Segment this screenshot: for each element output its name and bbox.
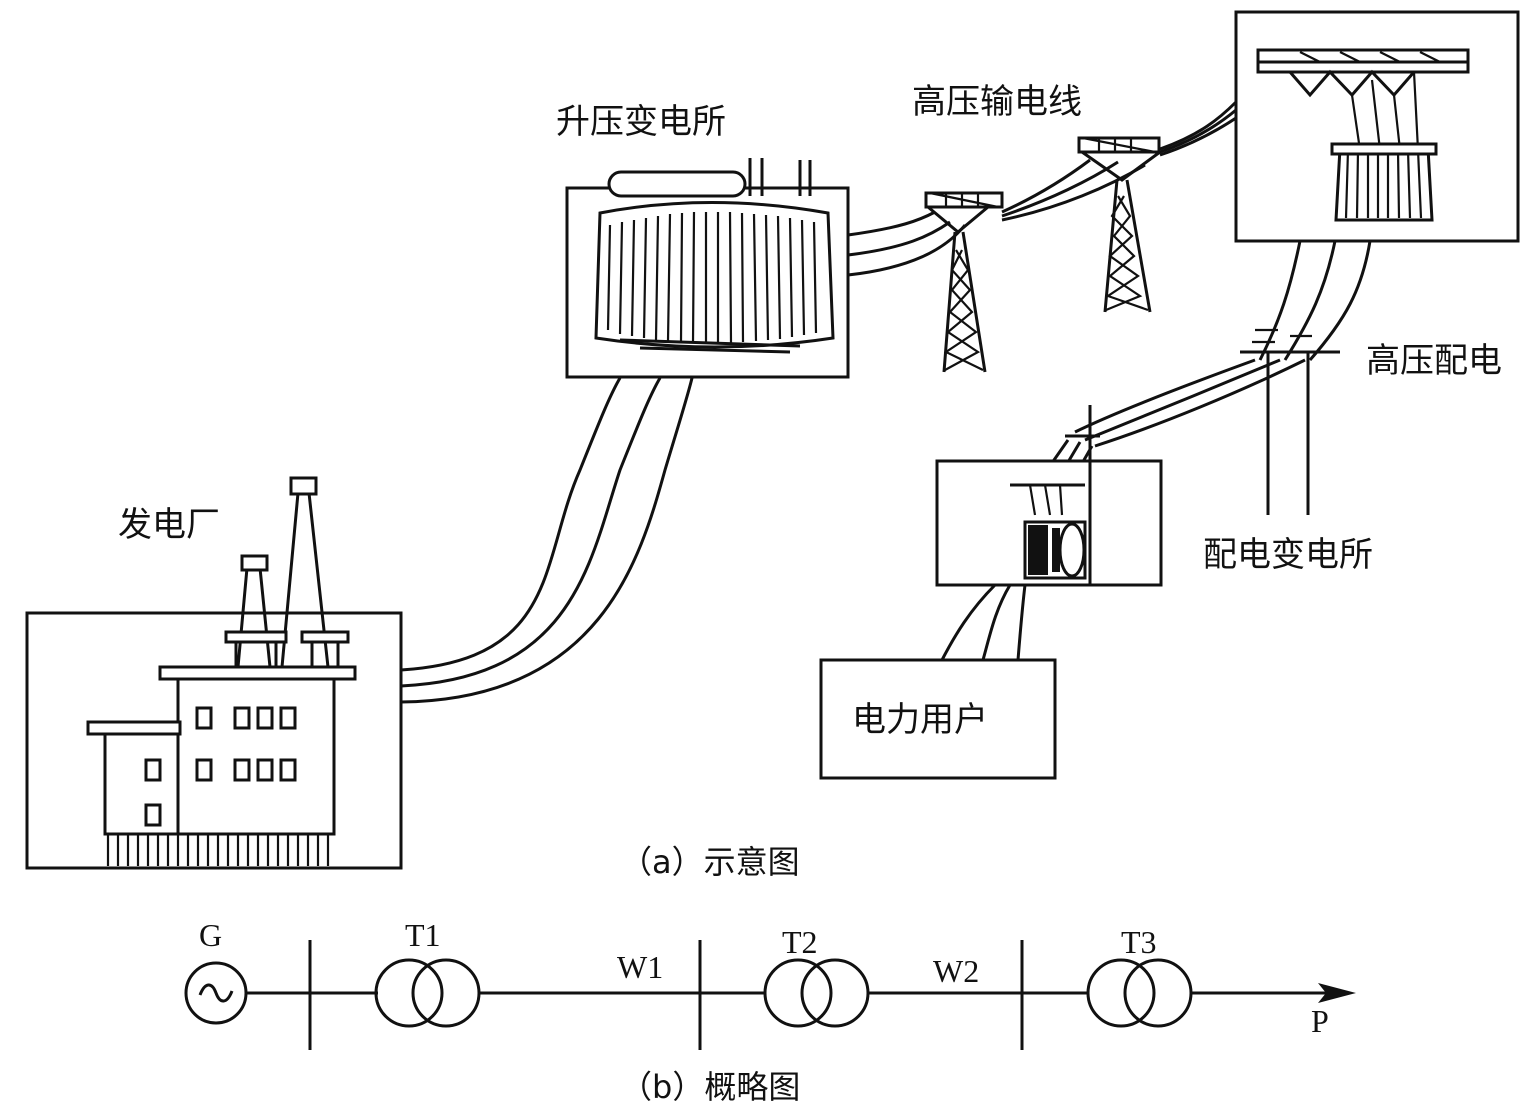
label-load-p: P (1311, 1003, 1329, 1039)
hv-line-to-distribution (1258, 240, 1372, 361)
label-step-up-substation: 升压变电所 (556, 102, 726, 142)
label-power-user: 电力用户 (852, 700, 988, 740)
cable-plant-to-substation (400, 377, 694, 704)
hv-distribution-pole (1240, 328, 1340, 515)
transformer-t2 (763, 958, 870, 1028)
label-hv-transmission-line: 高压输电线 (912, 82, 1082, 122)
label-t2: T2 (782, 924, 818, 960)
transmission-tower-2 (1077, 136, 1161, 313)
label-w2: W2 (933, 953, 979, 989)
building-windows (144, 706, 297, 827)
label-power-plant: 发电厂 (118, 505, 220, 545)
caption-b: （b）概略图 (620, 1068, 800, 1106)
transformer-t1 (374, 958, 481, 1028)
label-distribution-substation: 配电变电所 (1203, 535, 1373, 575)
label-generator: G (199, 917, 222, 953)
generator-symbol (184, 961, 248, 1025)
label-t3: T3 (1121, 924, 1157, 960)
receiving-substation (1234, 10, 1520, 243)
user-substation (935, 459, 1163, 587)
power-user-box (819, 658, 1057, 780)
label-w1: W1 (617, 949, 663, 985)
transformer-t3 (1086, 958, 1193, 1028)
step-up-substation (565, 158, 850, 379)
caption-a: （a）示意图 (620, 843, 800, 881)
label-t1: T1 (405, 917, 441, 953)
hv-line-span-2 (1159, 100, 1238, 157)
power-plant (25, 476, 403, 870)
line-to-user-substation (1038, 358, 1306, 585)
label-hv-distribution: 高压配电 (1366, 341, 1502, 381)
hv-line-span-1 (1001, 158, 1146, 222)
line-to-power-user (940, 583, 1027, 661)
transformer-fins (606, 211, 818, 344)
one-line-schematic (184, 940, 1356, 1050)
transmission-tower-1 (924, 191, 1004, 373)
